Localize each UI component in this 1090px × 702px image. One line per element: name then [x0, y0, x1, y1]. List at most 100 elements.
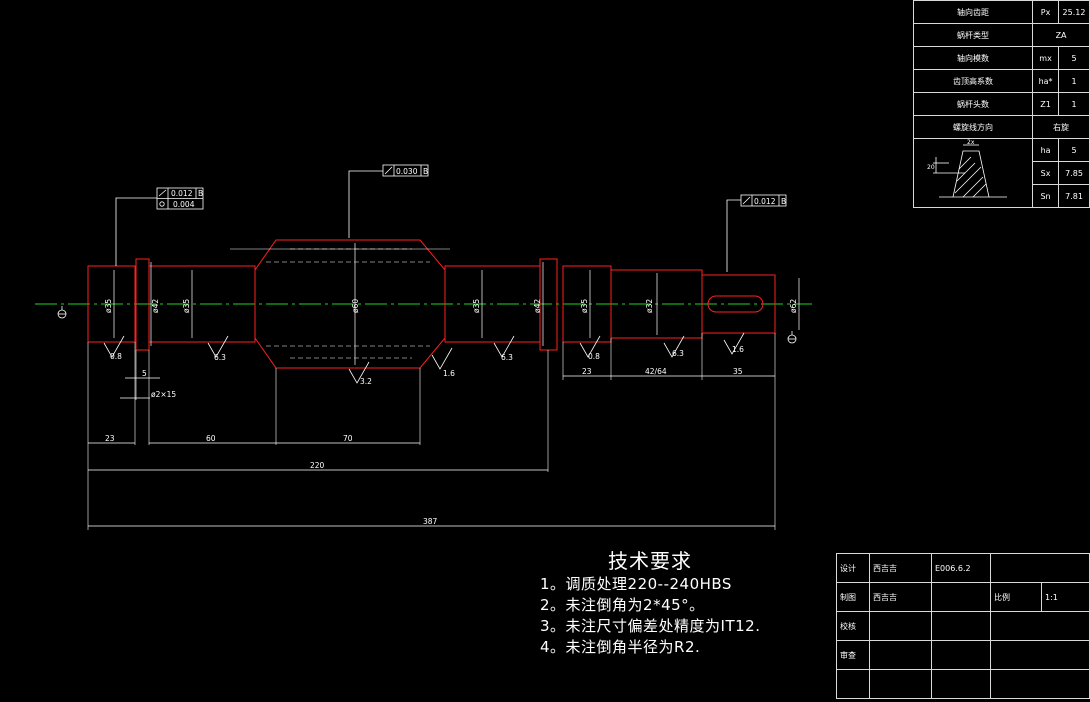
dim-d-collar: ø42 [151, 299, 160, 313]
dim-d-right3: ø32 [645, 299, 654, 313]
rough-8: 1.6 [732, 345, 744, 354]
dim-len-23b: 23 [582, 367, 592, 376]
tol-1-value: 0.012 [171, 189, 193, 198]
dim-d-right1: ø35 [472, 299, 481, 313]
title-blank [990, 640, 1090, 670]
param-symbol: Z1 [1032, 92, 1059, 116]
design-label: 设计 [836, 553, 870, 583]
dim-d-right-collar: ø42 [533, 299, 542, 313]
tol-2-value: 0.004 [173, 200, 195, 209]
drawing-number: E006.6.2 [931, 553, 991, 583]
param-value: 右旋 [1032, 115, 1090, 139]
technical-requirements: 技术要求 1。调质处理220--240HBS 2。未注倒角为2*45°。 3。未… [540, 545, 761, 658]
title-blank [869, 640, 932, 670]
check-label: 校核 [836, 611, 870, 641]
rough-2: 6.3 [214, 353, 226, 362]
param-value: 1 [1058, 69, 1090, 93]
title-row: 校核 [836, 611, 1090, 641]
dim-len-42-64: 42/64 [645, 367, 667, 376]
param-value: 5 [1058, 46, 1090, 70]
param-label: 轴向齿距 [912, 0, 1034, 24]
dim-chamfer: ø2×15 [151, 390, 176, 399]
title-blank [931, 582, 991, 612]
rough-4: 1.6 [443, 369, 455, 378]
profile-label-b: 20 [927, 164, 935, 171]
datum-left [57, 306, 67, 319]
review-label: 审查 [836, 640, 870, 670]
draw-label: 制图 [836, 582, 870, 612]
title-row: 审查 [836, 640, 1090, 670]
dim-len-70: 70 [343, 434, 353, 443]
tech-item: 2。未注倒角为2*45°。 [540, 596, 705, 614]
tooth-profile-cell: 2x 20 [912, 138, 1034, 208]
title-row: 设计 西吉吉 E006.6.2 [836, 553, 1090, 583]
param-label: 蜗杆类型 [912, 23, 1034, 47]
dim-len-35: 35 [733, 367, 743, 376]
param-symbol: Px [1032, 0, 1059, 24]
title-blank [869, 611, 932, 641]
rough-3: 3.2 [360, 377, 372, 386]
param-label: 螺旋线方向 [912, 115, 1034, 139]
param-symbol: Sx [1032, 161, 1059, 185]
dim-d-left2: ø35 [182, 299, 191, 313]
dim-len-23a: 23 [105, 434, 115, 443]
param-row: 螺旋线方向右旋 [912, 115, 1090, 139]
profile-label-a: 2x [967, 139, 975, 146]
title-block: 设计 西吉吉 E006.6.2 制图 西吉吉 比例 1:1 校核 审查 [836, 553, 1090, 699]
dim-len-387: 387 [423, 517, 438, 526]
title-blank [931, 611, 991, 641]
param-label: 齿顶高系数 [912, 69, 1034, 93]
dim-len-220: 220 [310, 461, 325, 470]
shaft-outline [87, 239, 776, 369]
rough-6: 0.8 [588, 352, 600, 361]
title-blank [931, 669, 991, 699]
tech-item: 1。调质处理220--240HBS [540, 575, 732, 593]
tol-3-ref: B [423, 167, 428, 176]
param-value: 1 [1058, 92, 1090, 116]
title-blank [990, 553, 1090, 583]
tol-3-value: 0.030 [396, 167, 418, 176]
param-value: ZA [1032, 23, 1090, 47]
rough-5: 6.3 [501, 353, 513, 362]
tol-4-value: 0.012 [754, 197, 776, 206]
dim-d-end: ø62 [789, 299, 798, 313]
tooth-profile-sketch: 2x 20 [927, 139, 1008, 198]
title-blank [931, 640, 991, 670]
param-symbol: Sn [1032, 184, 1059, 208]
param-value: 7.85 [1058, 161, 1090, 185]
tol-1-ref: B [198, 189, 203, 198]
scale-value: 1:1 [1041, 582, 1090, 612]
param-label: 蜗杆头数 [912, 92, 1034, 116]
param-symbol: ha [1032, 138, 1059, 162]
dim-len-60: 60 [206, 434, 216, 443]
title-blank [990, 669, 1090, 699]
dim-d-right2: ø35 [580, 299, 589, 313]
tech-item: 4。未注倒角半径为R2. [540, 638, 701, 656]
param-value: 7.81 [1058, 184, 1090, 208]
param-value: 25.12 [1058, 0, 1090, 24]
param-symbol: mx [1032, 46, 1059, 70]
dim-len-5: 5 [142, 369, 147, 378]
tol-4-ref: B [781, 197, 786, 206]
tech-item: 3。未注尺寸偏差处精度为IT12. [540, 617, 761, 635]
title-blank [836, 669, 870, 699]
rough-1: 0.8 [110, 352, 122, 361]
design-name: 西吉吉 [869, 553, 932, 583]
draw-name: 西吉吉 [869, 582, 932, 612]
title-blank [869, 669, 932, 699]
scale-label: 比例 [990, 582, 1042, 612]
title-row: 制图 西吉吉 比例 1:1 [836, 582, 1090, 612]
param-value: 5 [1058, 138, 1090, 162]
title-row [836, 669, 1090, 699]
dim-d-left1: ø35 [104, 299, 113, 313]
